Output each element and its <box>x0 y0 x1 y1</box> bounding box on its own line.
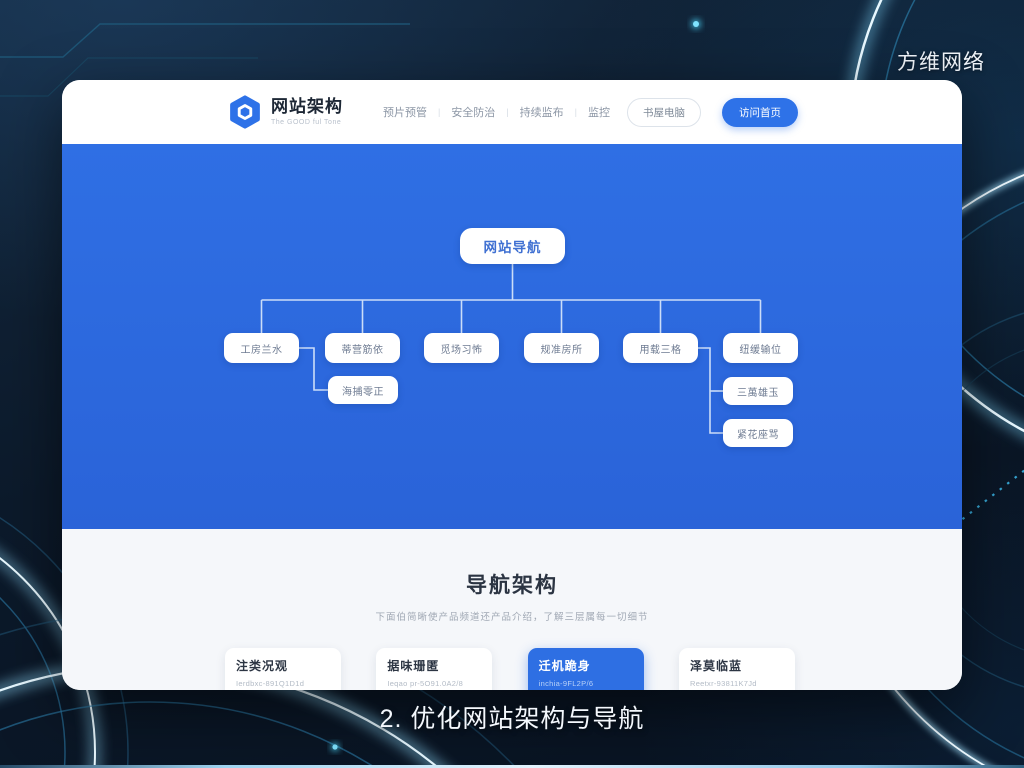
sitemap-node-root[interactable]: 网站导航 <box>460 228 565 264</box>
nav-item-4[interactable]: 监控 <box>588 107 610 119</box>
accent-dot <box>693 21 699 27</box>
feature-cards-row: 注类况观 Ierdbxc-891Q1D1d 据味珊匿 Ieqao pr-5O91… <box>225 648 795 690</box>
feature-card-subtitle: inchia-9FL2P/6 <box>538 679 594 688</box>
sitemap-connectors <box>260 264 762 434</box>
feature-card-title: 注类况观 <box>236 659 289 673</box>
feature-card-subtitle: Ierdbxc-891Q1D1d <box>236 679 305 688</box>
dotted-line <box>954 469 1024 526</box>
site-tagline: The GOOD ful Tone <box>271 118 342 126</box>
nav-divider: | <box>574 107 577 117</box>
section-subtitle: 下面伯简晰使产品频道还产品介绍，了解三层属每一切细节 <box>375 612 649 623</box>
feature-card-title: 据味珊匿 <box>387 659 440 673</box>
feature-card-subtitle: Reetxr-93811K7Jd <box>689 679 757 688</box>
feature-card-1[interactable]: 注类况观 Ierdbxc-891Q1D1d <box>225 648 341 690</box>
feature-card-3-highlighted[interactable]: 迁机跪身 inchia-9FL2P/6 <box>527 648 644 690</box>
feature-card-title: 迁机跪身 <box>538 659 591 673</box>
sitemap-node-sub-left[interactable]: 海捕零正 <box>328 376 398 404</box>
section-title: 导航架构 <box>466 574 558 597</box>
slide-caption: 2. 优化网站架构与导航 <box>379 705 645 733</box>
nav-item-2[interactable]: 安全防治 <box>451 107 496 119</box>
feature-card-2[interactable]: 据味珊匿 Ieqao pr-5O91.0A2/8 <box>376 648 493 690</box>
accent-dot <box>331 743 339 751</box>
primary-button[interactable]: 访问首页 <box>722 97 798 127</box>
feature-card-title: 泽莫临蓝 <box>689 659 742 673</box>
sitemap-node-child-6[interactable]: 纽缓输位 <box>723 333 798 363</box>
nav-structure-section: 导航架构 下面伯简晰使产品频道还产品介绍，了解三层属每一切细节 注类况观 Ier… <box>62 529 962 690</box>
secondary-button[interactable]: 书屋电脑 <box>627 97 701 127</box>
sitemap-node-sub-right-1[interactable]: 三萬雄玉 <box>723 377 793 405</box>
accent-dot <box>332 744 338 750</box>
site-header: 网站架构 The GOOD ful Tone 预片预管 | 安全防治 | 持续监… <box>62 80 962 144</box>
logo-hexagon-icon <box>230 95 260 129</box>
browser-mockup: 网站架构 The GOOD ful Tone 预片预管 | 安全防治 | 持续监… <box>62 80 962 690</box>
feature-card-4[interactable]: 泽莫临蓝 Reetxr-93811K7Jd <box>678 648 795 690</box>
nav-divider: | <box>506 107 509 117</box>
bottom-accent-bar <box>0 765 1024 768</box>
feature-card-subtitle: Ieqao pr-5O91.0A2/8 <box>387 679 464 688</box>
sitemap-node-child-4[interactable]: 规准房所 <box>524 333 599 363</box>
sitemap-node-child-1[interactable]: 工房兰水 <box>224 333 299 363</box>
sitemap-hero: 网站导航 工房兰水 蒂营筋依 觅场习怖 规准房所 用载三格 纽缓输位 海捕零正 … <box>62 144 962 529</box>
site-logo[interactable]: 网站架构 The GOOD ful Tone <box>228 95 343 129</box>
site-title: 网站架构 <box>271 96 343 116</box>
sitemap-node-child-5[interactable]: 用载三格 <box>623 333 698 363</box>
nav-item-1[interactable]: 预片预管 <box>382 107 427 119</box>
accent-dot <box>691 19 701 29</box>
sitemap-node-child-3[interactable]: 觅场习怖 <box>424 333 499 363</box>
sitemap-node-sub-right-2[interactable]: 紧花座骂 <box>723 419 793 447</box>
nav-divider: | <box>437 107 441 117</box>
sitemap-node-child-2[interactable]: 蒂营筋依 <box>325 333 400 363</box>
nav-item-3[interactable]: 持续监布 <box>519 107 564 119</box>
brand-watermark: 方维网络 <box>897 51 985 74</box>
main-nav: 预片预管 | 安全防治 | 持续监布 | 监控 书屋电脑 访问首页 <box>382 97 798 127</box>
logo-text: 网站架构 The GOOD ful Tone <box>271 96 343 126</box>
